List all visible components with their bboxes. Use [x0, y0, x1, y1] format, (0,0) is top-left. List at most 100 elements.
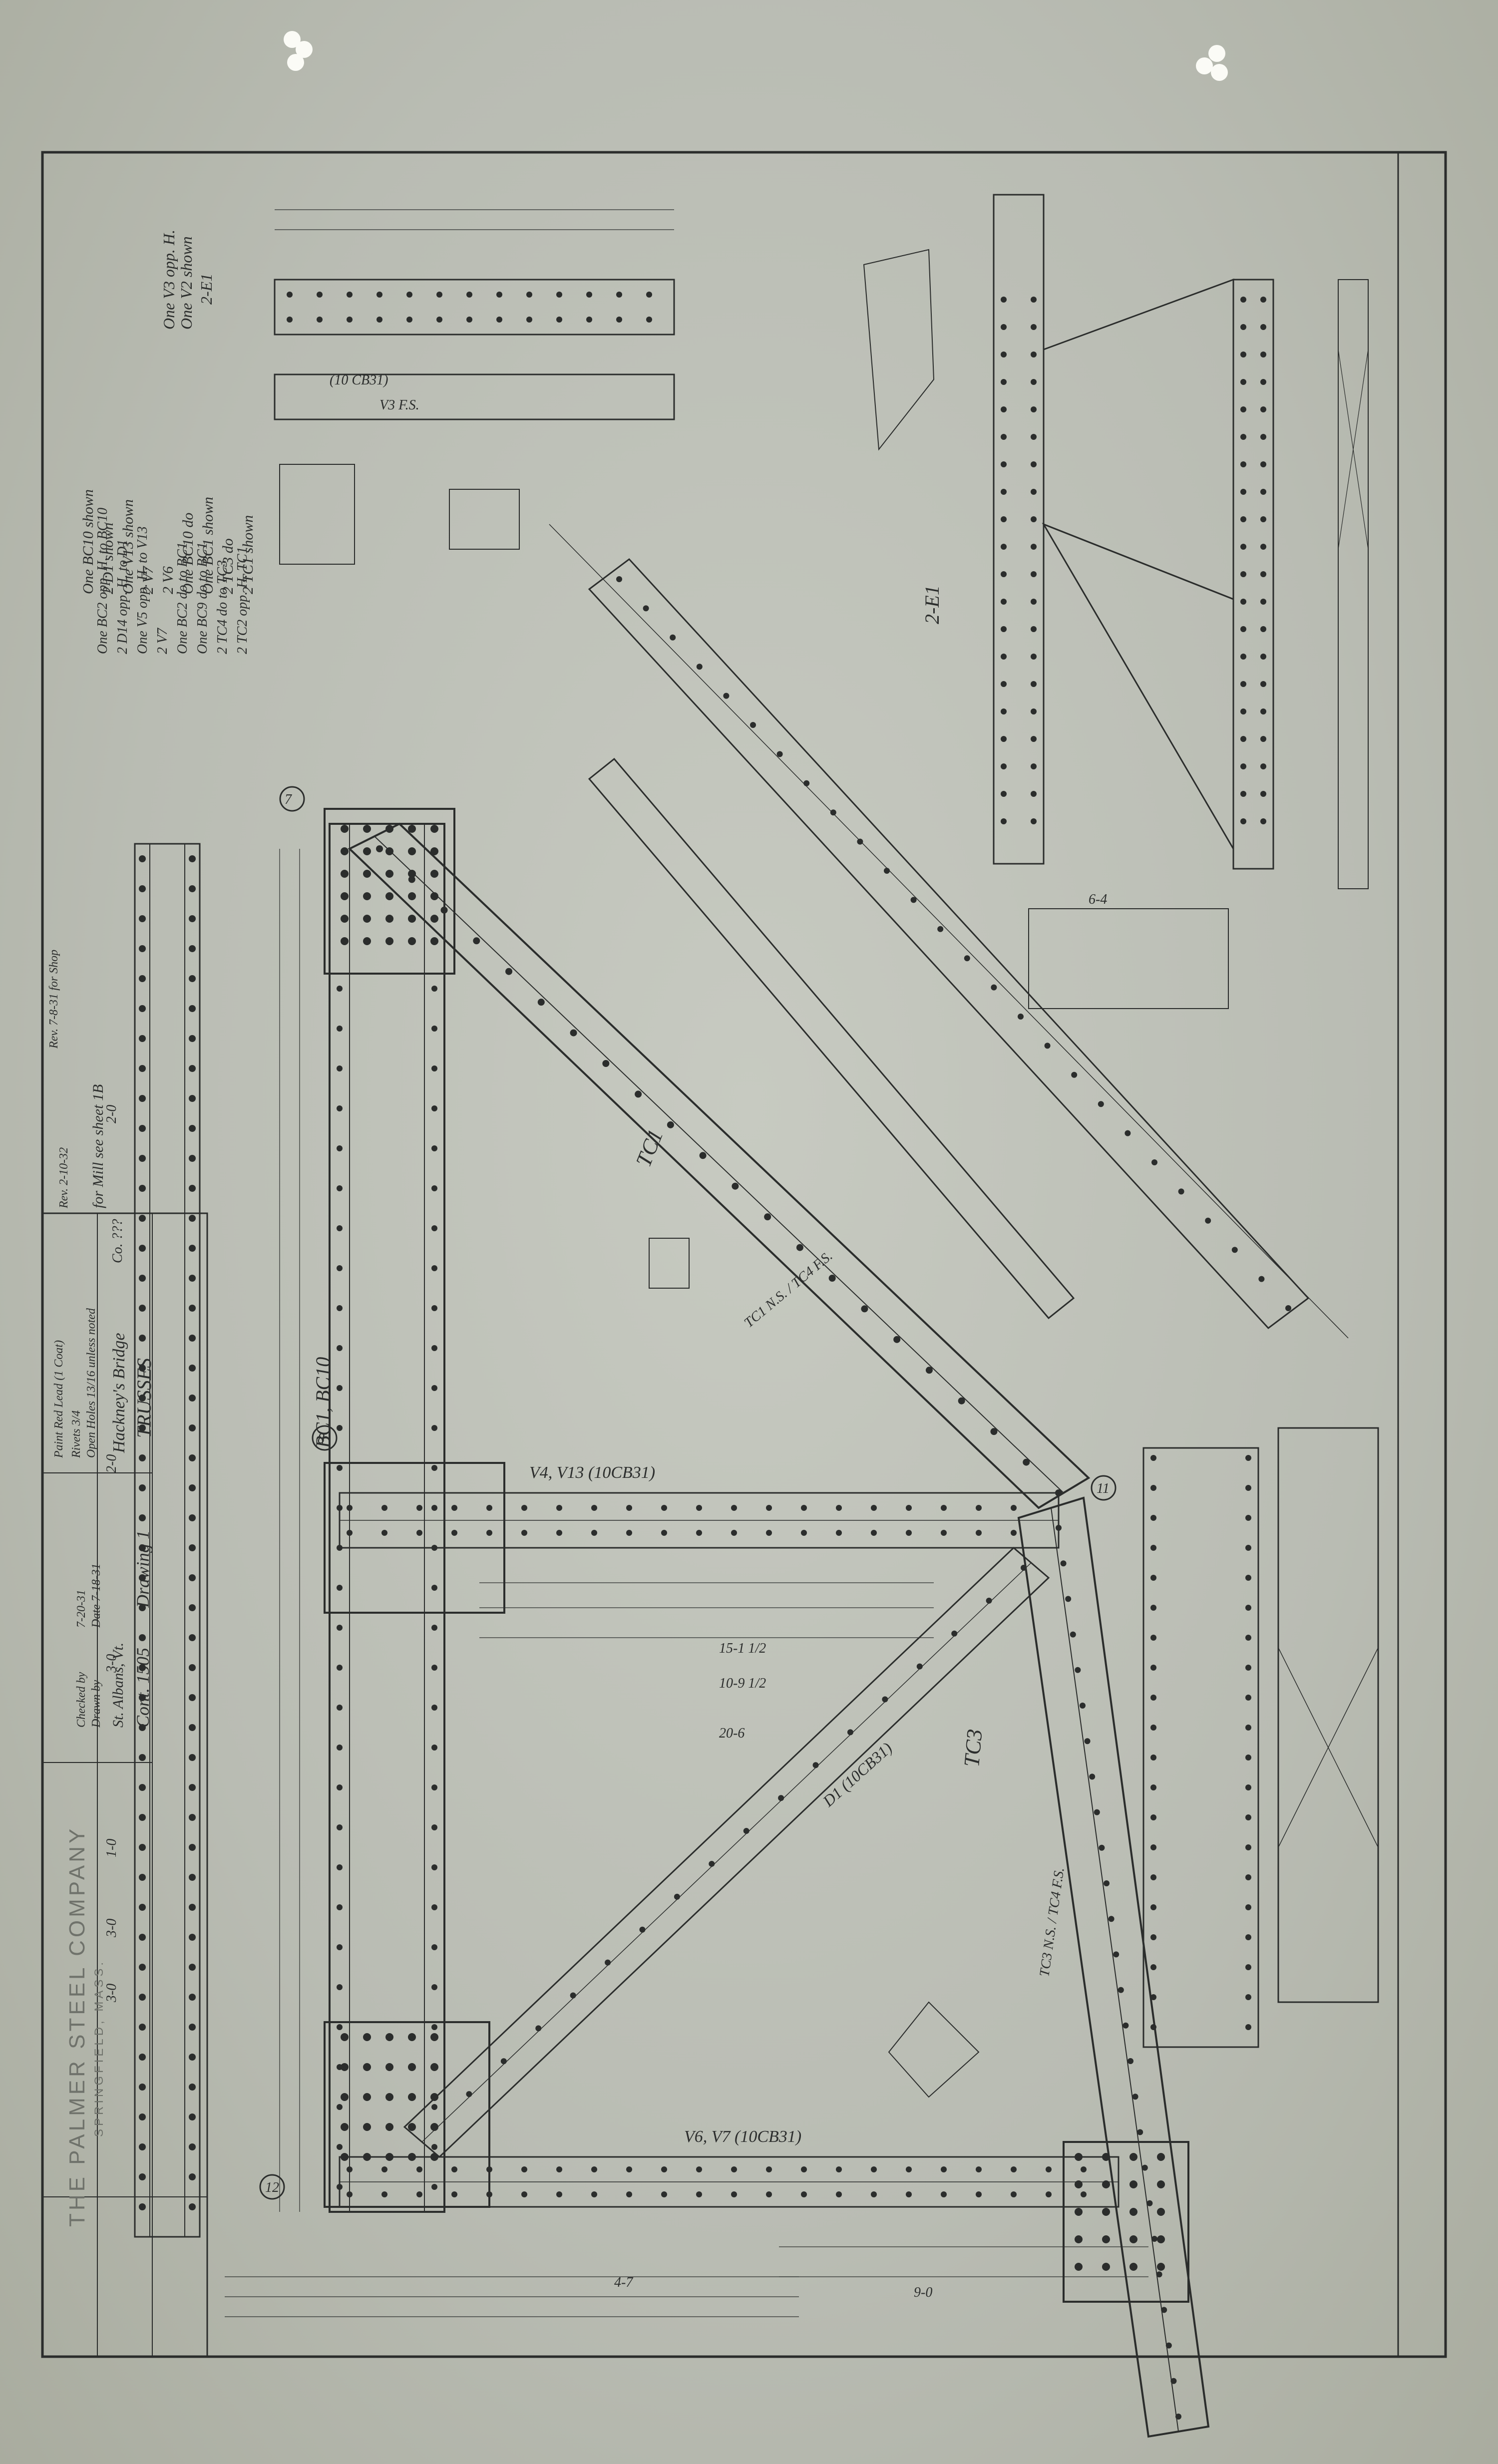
rivet — [486, 1530, 492, 1536]
rivet — [1260, 544, 1266, 550]
drawing-title: TRUSSES — [133, 1358, 155, 1438]
rivet — [1098, 1101, 1104, 1107]
rivet — [1175, 2414, 1181, 2420]
rivet — [431, 1026, 437, 1032]
rivet — [431, 1705, 437, 1711]
rivet — [341, 2063, 349, 2071]
rivet — [341, 915, 349, 923]
rivet — [990, 1428, 998, 1435]
detail-sketch — [888, 2001, 980, 2098]
rivet — [1001, 379, 1007, 385]
rivet — [1157, 2208, 1165, 2216]
rivet — [337, 1904, 343, 1910]
rivet — [1157, 2235, 1165, 2243]
rivet — [337, 2024, 343, 2030]
rivet — [1240, 736, 1246, 742]
rivet — [337, 2104, 343, 2110]
rivet — [341, 825, 349, 833]
rivet — [1245, 1844, 1251, 1850]
tc3-member — [1017, 1496, 1210, 2438]
rivet — [189, 2143, 196, 2150]
rivet — [1245, 1904, 1251, 1910]
rivet — [1001, 571, 1007, 577]
rivet — [381, 1530, 387, 1536]
rivet — [341, 2093, 349, 2101]
rivet — [466, 292, 472, 298]
rivet — [1150, 1575, 1156, 1581]
rivet — [363, 825, 371, 833]
rivet — [1001, 544, 1007, 550]
rivet — [363, 2123, 371, 2131]
rivet — [139, 1904, 146, 1911]
panel-point-marker — [259, 2174, 285, 2200]
rivet — [976, 1505, 982, 1511]
rivet — [376, 292, 382, 298]
rivet — [836, 1530, 842, 1536]
rivets-note: Rivets 3/4 — [70, 1410, 83, 1458]
rivet — [436, 317, 442, 323]
rivet — [1245, 1545, 1251, 1551]
rivet — [591, 2166, 597, 2172]
rivet — [1031, 434, 1037, 440]
rivet — [337, 1824, 343, 1830]
rivet — [857, 838, 863, 845]
rivet — [766, 2166, 772, 2172]
rivet — [764, 1213, 771, 1221]
rivet — [1123, 2022, 1129, 2029]
rivet — [408, 847, 416, 855]
rivet — [189, 1365, 196, 1372]
rivet — [337, 986, 343, 992]
rivet — [341, 870, 349, 878]
drawing-border — [41, 151, 1447, 2358]
binder-hole — [1196, 57, 1213, 74]
rivet — [976, 1530, 982, 1536]
rivet — [570, 1992, 576, 1999]
rivet — [189, 1904, 196, 1911]
rivet — [337, 1864, 343, 1870]
rivet — [408, 876, 415, 883]
rivet — [189, 1155, 196, 1162]
rivet — [830, 809, 836, 816]
rivet — [1260, 708, 1266, 714]
legend-line: One V3 opp. H. — [160, 230, 178, 330]
rivet — [616, 317, 622, 323]
rivet — [766, 2191, 772, 2197]
rivet — [431, 1745, 437, 1751]
rivet — [1150, 1994, 1156, 2000]
rivet — [696, 1505, 702, 1511]
rivet — [431, 1665, 437, 1671]
v6-member — [339, 2156, 1120, 2208]
rivet — [1146, 2200, 1153, 2206]
rivet — [430, 2093, 438, 2101]
rivet — [1099, 1844, 1105, 1851]
rivet — [139, 1934, 146, 1941]
rivet — [431, 1345, 437, 1351]
rivet — [505, 968, 513, 975]
rivet — [591, 2191, 597, 2197]
rivet — [337, 1665, 343, 1671]
rivet — [626, 1530, 632, 1536]
rivet — [139, 2113, 146, 2120]
rivet — [385, 892, 393, 900]
rivet — [139, 2054, 146, 2061]
rivet — [337, 1545, 343, 1551]
rivet — [796, 1244, 803, 1251]
rivet — [139, 1395, 146, 1402]
rivet — [431, 1225, 437, 1231]
rivet — [709, 1860, 715, 1867]
rivet — [139, 1874, 146, 1881]
rivet — [381, 2191, 387, 2197]
rivet — [871, 2191, 877, 2197]
rivet — [139, 1305, 146, 1312]
rivet — [556, 2166, 562, 2172]
rivet — [486, 2166, 492, 2172]
rivet — [337, 1225, 343, 1231]
rivet — [189, 855, 196, 862]
rivet — [556, 1530, 562, 1536]
rivet — [1001, 352, 1007, 357]
revision-date: Rev. 2-10-32 — [57, 1147, 70, 1208]
rivet — [1260, 297, 1266, 303]
rivet — [1001, 516, 1007, 522]
rivet — [1245, 1814, 1251, 1820]
